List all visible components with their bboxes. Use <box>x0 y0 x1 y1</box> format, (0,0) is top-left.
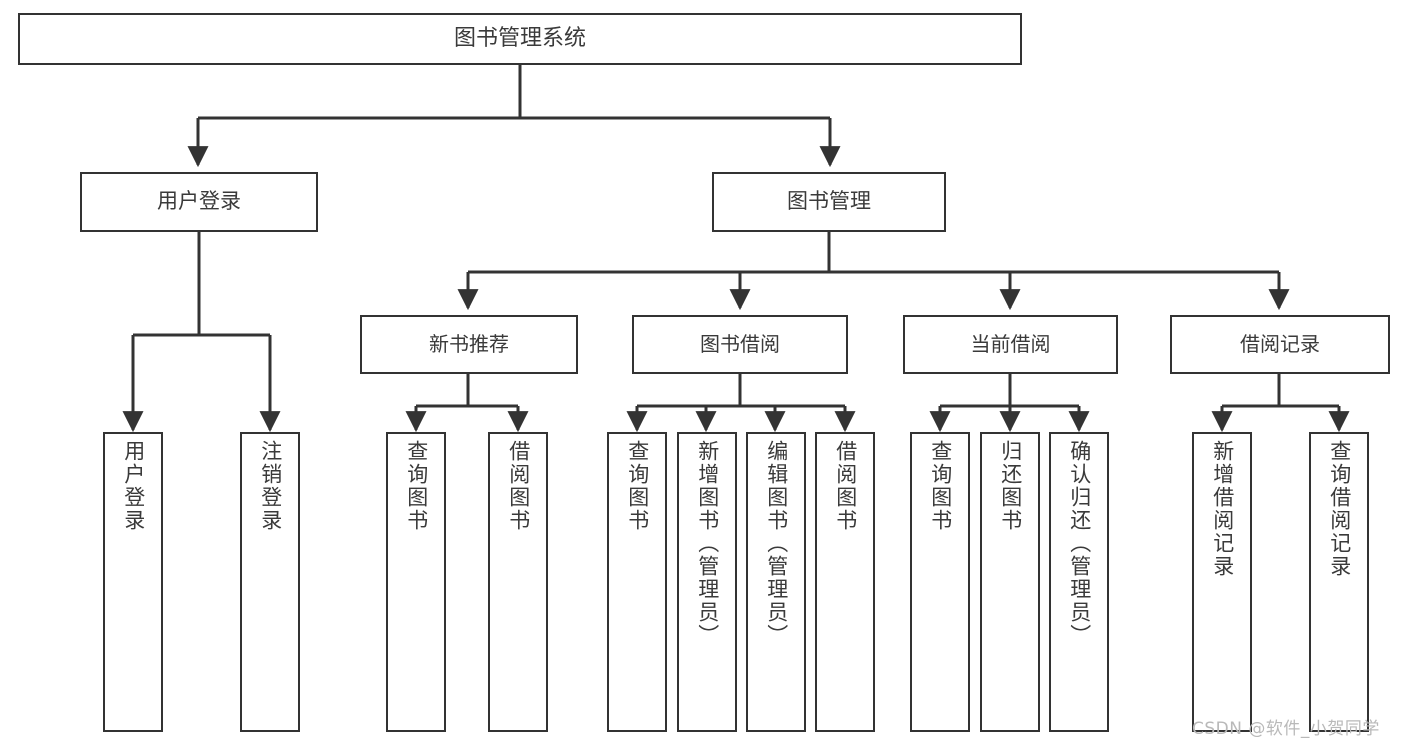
leaf-logout-label: 注销登录 <box>258 440 283 532</box>
leaf-current-confirm-return-label: 确认归还（管理员） <box>1067 440 1092 647</box>
leaf-current-query-book[interactable]: 查询图书 <box>910 432 970 732</box>
node-borrow-records-label: 借阅记录 <box>1240 332 1320 357</box>
leaf-current-query-book-label: 查询图书 <box>928 440 953 532</box>
node-book-manage-label: 图书管理 <box>787 189 871 214</box>
leaf-records-query-record[interactable]: 查询借阅记录 <box>1309 432 1369 732</box>
leaf-records-add-record[interactable]: 新增借阅记录 <box>1192 432 1252 732</box>
leaf-logout[interactable]: 注销登录 <box>240 432 300 732</box>
leaf-newbooks-borrow-book-label: 借阅图书 <box>506 440 531 532</box>
leaf-newbooks-query-book[interactable]: 查询图书 <box>386 432 446 732</box>
leaf-borrow-borrow-book-label: 借阅图书 <box>833 440 858 532</box>
leaf-current-return-book-label: 归还图书 <box>998 440 1023 532</box>
leaf-user-login[interactable]: 用户登录 <box>103 432 163 732</box>
leaf-current-return-book[interactable]: 归还图书 <box>980 432 1040 732</box>
node-new-books-label: 新书推荐 <box>429 332 509 357</box>
leaf-borrow-query-book[interactable]: 查询图书 <box>607 432 667 732</box>
node-root[interactable]: 图书管理系统 <box>18 13 1022 65</box>
leaf-newbooks-borrow-book[interactable]: 借阅图书 <box>488 432 548 732</box>
node-borrow-records[interactable]: 借阅记录 <box>1170 315 1390 374</box>
leaf-borrow-add-book-label: 新增图书（管理员） <box>695 440 720 647</box>
node-user-login-label: 用户登录 <box>157 189 241 214</box>
node-current-borrow[interactable]: 当前借阅 <box>903 315 1118 374</box>
node-new-books[interactable]: 新书推荐 <box>360 315 578 374</box>
leaf-user-login-label: 用户登录 <box>121 440 146 532</box>
leaf-records-query-record-label: 查询借阅记录 <box>1327 440 1352 578</box>
node-book-borrow-label: 图书借阅 <box>700 332 780 357</box>
leaf-borrow-query-book-label: 查询图书 <box>625 440 650 532</box>
csdn-watermark: CSDN @软件_小贺同学 <box>1192 719 1380 739</box>
leaf-borrow-edit-book-label: 编辑图书（管理员） <box>764 440 789 647</box>
node-book-manage[interactable]: 图书管理 <box>712 172 946 232</box>
leaf-newbooks-query-book-label: 查询图书 <box>404 440 429 532</box>
leaf-borrow-add-book[interactable]: 新增图书（管理员） <box>677 432 737 732</box>
node-user-login[interactable]: 用户登录 <box>80 172 318 232</box>
leaf-current-confirm-return[interactable]: 确认归还（管理员） <box>1049 432 1109 732</box>
node-current-borrow-label: 当前借阅 <box>970 332 1051 357</box>
leaf-borrow-borrow-book[interactable]: 借阅图书 <box>815 432 875 732</box>
node-root-label: 图书管理系统 <box>453 25 586 51</box>
leaf-borrow-edit-book[interactable]: 编辑图书（管理员） <box>746 432 806 732</box>
node-book-borrow[interactable]: 图书借阅 <box>632 315 848 374</box>
leaf-records-add-record-label: 新增借阅记录 <box>1210 440 1235 578</box>
